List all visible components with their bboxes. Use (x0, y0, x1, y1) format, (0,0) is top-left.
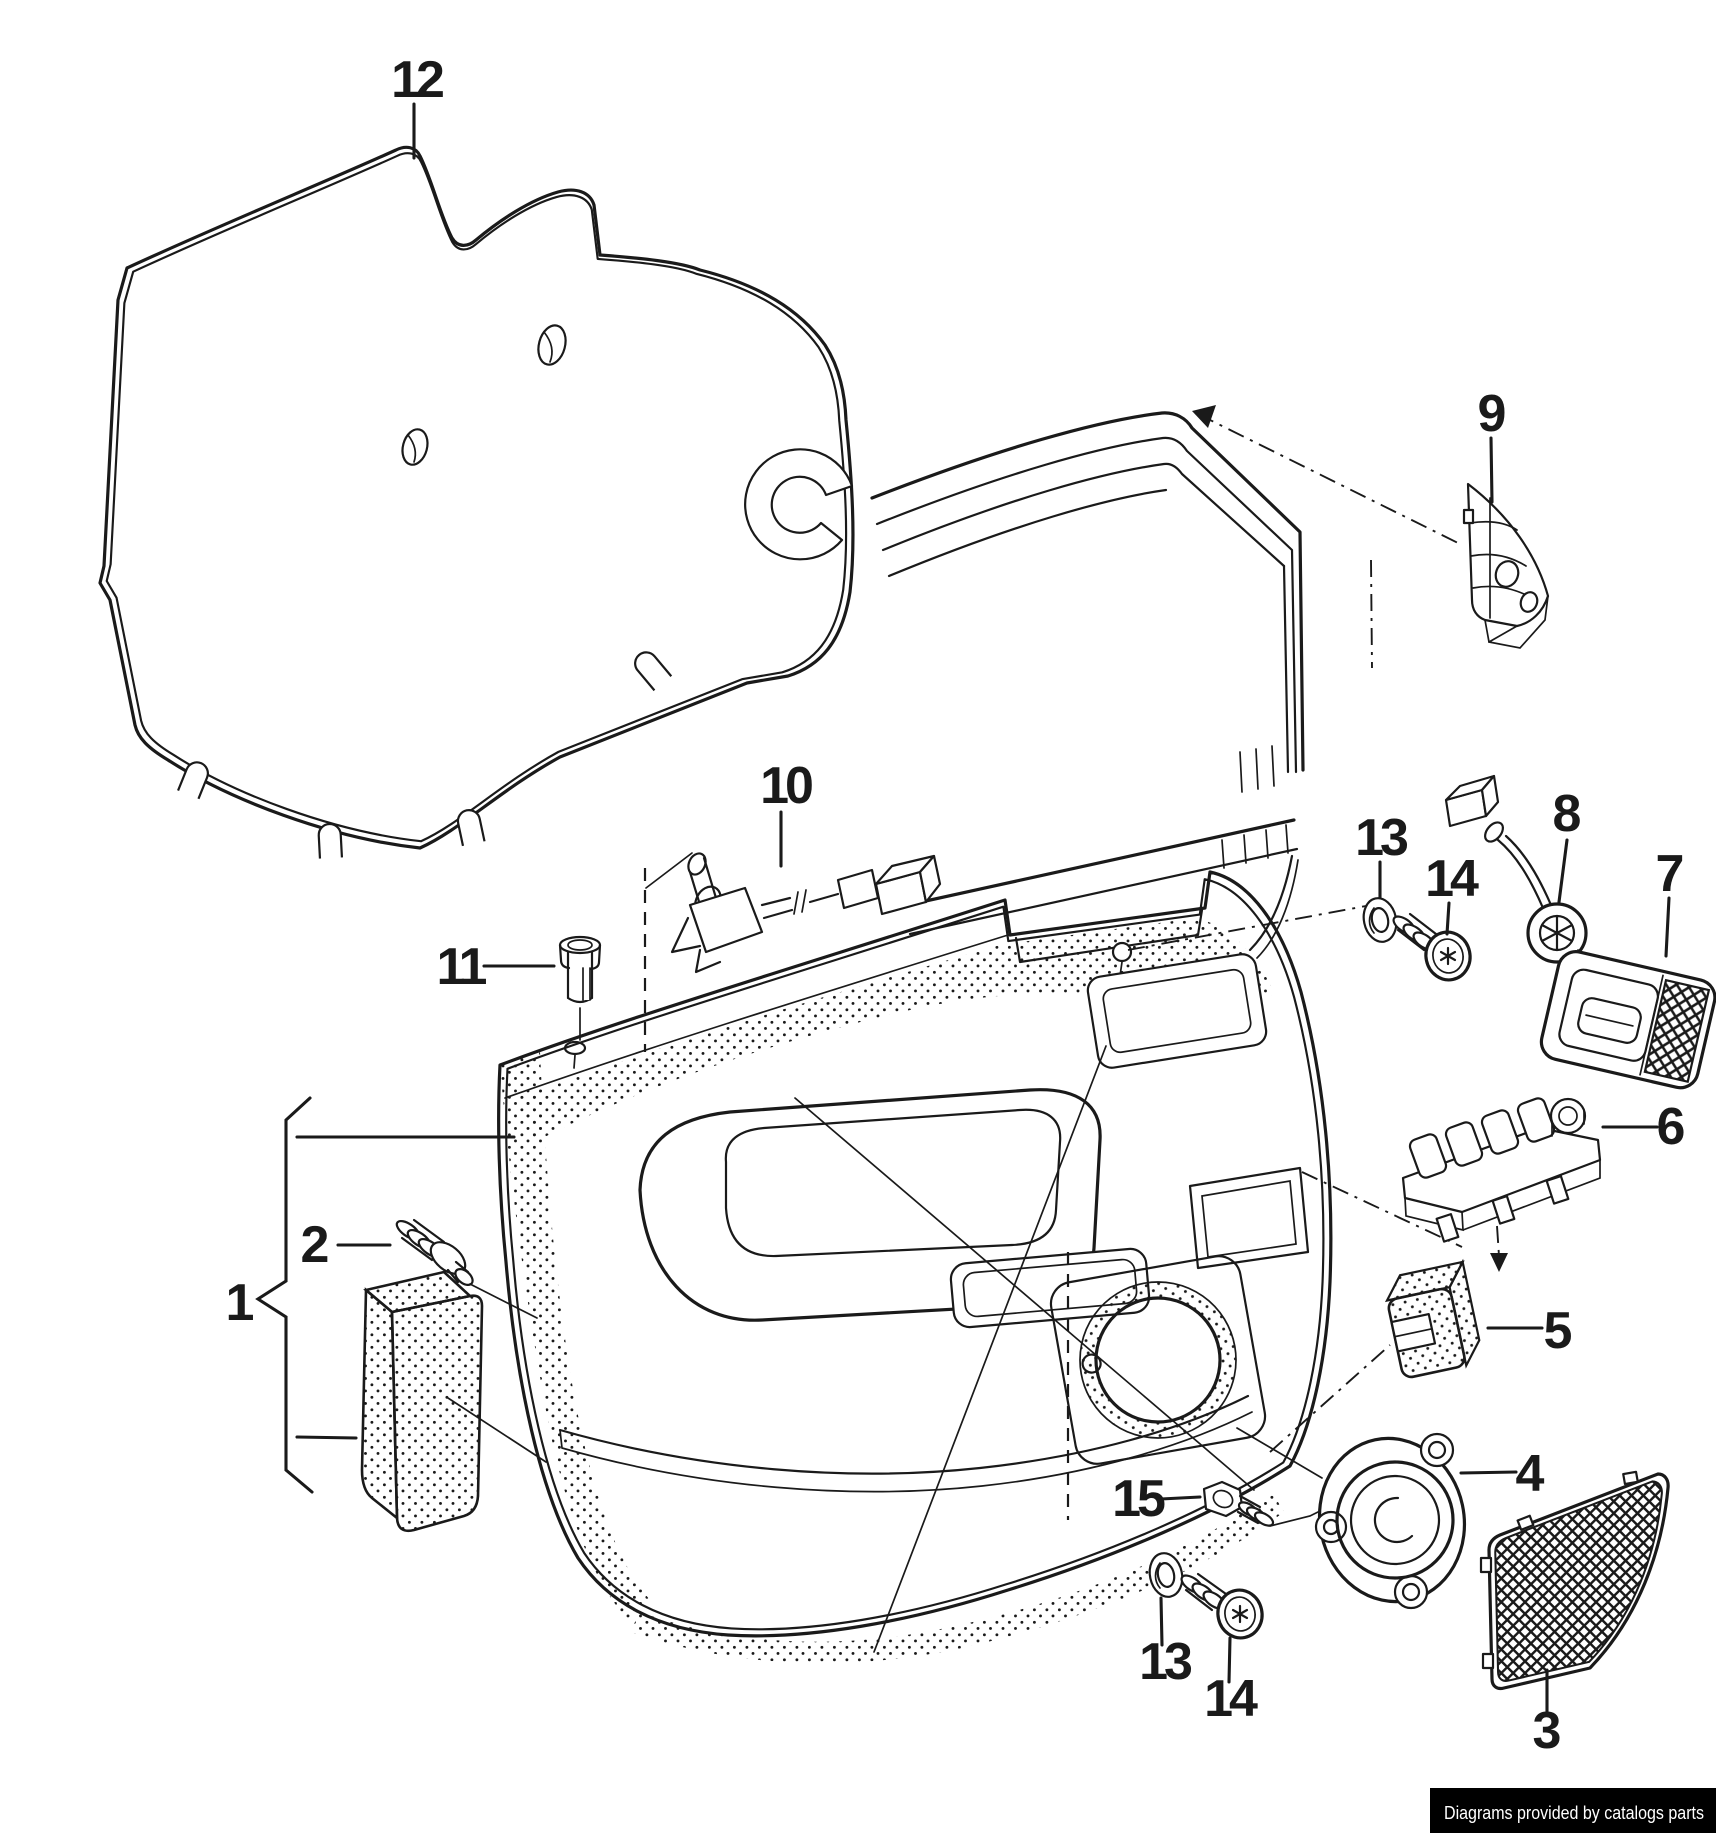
callout-11: 11 (437, 938, 487, 996)
handle-pocket (1086, 953, 1268, 1069)
grille-tab (1622, 1470, 1639, 1486)
armrest-grip-slot (724, 1108, 1062, 1258)
watermark-text: Diagrams provided by catalogs parts (1444, 1803, 1704, 1823)
grille-tab (1516, 1514, 1535, 1531)
lock-knob-hole (1111, 941, 1133, 963)
door-window-frame-drawing (870, 411, 1305, 959)
washer-screw-lower-drawing (1148, 1552, 1264, 1640)
callout-13-lower: 13 (1139, 1633, 1192, 1691)
callout-15: 15 (1112, 1470, 1165, 1528)
callout-10: 10 (760, 757, 812, 815)
grille-tab (1479, 1556, 1493, 1574)
door-contact-switch-drawing (670, 852, 942, 974)
speaker-drawing (1314, 1432, 1467, 1610)
grommet-clip-drawing (558, 935, 602, 1069)
watermark: Diagrams provided by catalogs parts (1430, 1788, 1716, 1833)
pad-hook-cutout (744, 448, 854, 561)
cable-grommet-drawing (1444, 774, 1621, 977)
callout-12: 12 (391, 51, 443, 109)
grille-tab (1481, 1652, 1495, 1670)
panel-left-band (500, 1052, 650, 1622)
mirror-knob (1549, 1097, 1587, 1135)
door-trim-panel-drawing (497, 852, 1463, 1664)
callout-9: 9 (1478, 385, 1507, 443)
insert-arrow (1490, 1253, 1508, 1272)
trim-kit-bracket-and-foam (255, 1096, 547, 1533)
callout-4: 4 (1516, 1445, 1545, 1503)
switch-rocker (1408, 1097, 1556, 1179)
watermark-bar (1430, 1788, 1716, 1833)
trim-notch (1462, 508, 1475, 525)
mount-arrow (1192, 405, 1216, 428)
trim-hole (1519, 591, 1539, 613)
callout-7: 7 (1656, 845, 1685, 903)
mirror-triangle-trim-drawing (1192, 405, 1550, 669)
retainer-pad-drawing (1384, 1258, 1481, 1379)
callout-6: 6 (1657, 1098, 1686, 1156)
callout-3: 3 (1533, 1702, 1562, 1760)
pad-notch (456, 809, 486, 847)
callout-13-upper: 13 (1355, 809, 1408, 867)
callout-14-upper: 14 (1425, 850, 1479, 908)
panel-speaker-mount (1049, 1255, 1267, 1465)
expanding-clip-drawing (395, 1218, 538, 1319)
door-handle-bezel-drawing (1539, 950, 1716, 1090)
pad-notch (634, 651, 673, 692)
pad-notch (177, 761, 209, 800)
panel-fabric-insert (520, 918, 1275, 1142)
callout-1: 1 (226, 1274, 255, 1332)
window-switch-unit-drawing (1401, 1097, 1602, 1272)
sound-absorber-pad-drawing (98, 145, 855, 859)
pad-hole (537, 324, 567, 366)
callout-labels: 1 2 3 4 5 6 7 8 9 10 11 12 13 14 13 14 1… (226, 51, 1686, 1760)
bolt-drawing (1202, 1480, 1319, 1527)
trim-hole (1494, 560, 1520, 588)
washer-screw-upper-drawing (1362, 897, 1472, 982)
speaker-grille-drawing (1479, 1470, 1670, 1691)
callout-14-lower: 14 (1204, 1670, 1258, 1728)
callout-leaders (336, 102, 1671, 1714)
speaker-ear (1314, 1432, 1455, 1610)
callout-8: 8 (1553, 785, 1582, 843)
pad-notch (317, 822, 344, 859)
callout-5: 5 (1544, 1302, 1573, 1360)
foam-block-drawing (360, 1270, 547, 1533)
callout-2: 2 (301, 1216, 330, 1274)
